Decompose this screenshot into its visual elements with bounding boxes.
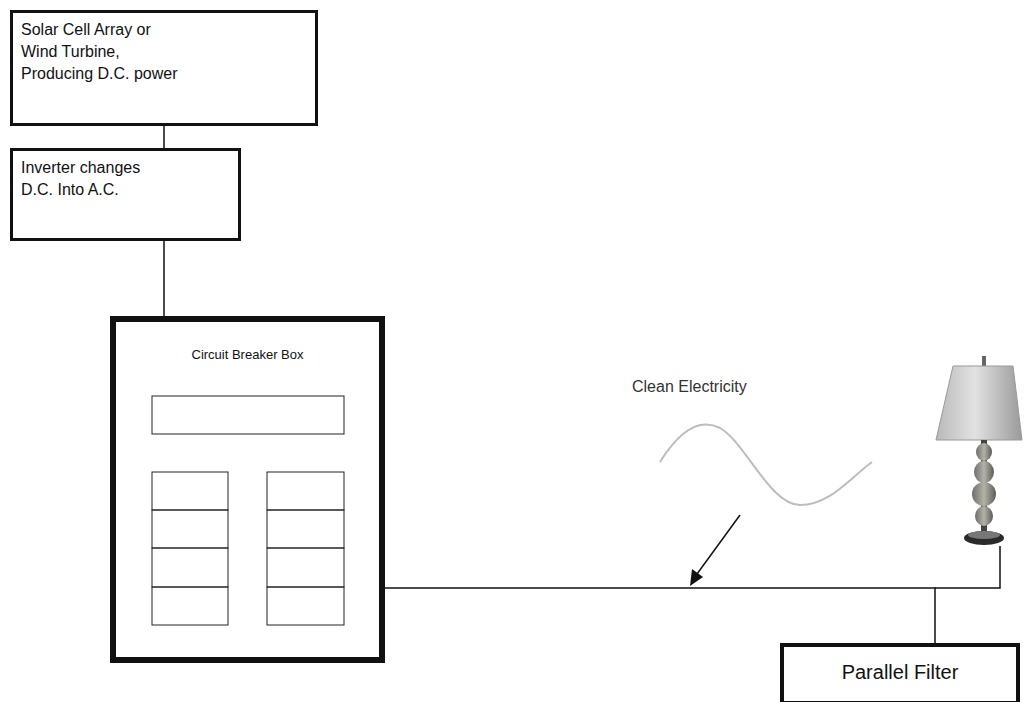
box-text: Parallel Filter xyxy=(792,661,1008,683)
leader-arrow xyxy=(690,515,740,586)
wire-connector xyxy=(163,241,165,316)
process-box: Circuit Breaker Box xyxy=(110,316,385,663)
breaker-panels xyxy=(152,396,344,625)
process-box: Solar Cell Array or Wind Turbine, Produc… xyxy=(10,10,318,126)
sine-wave xyxy=(660,425,872,505)
box-text: Solar Cell Array or Wind Turbine, Produc… xyxy=(21,19,186,85)
wire-connector xyxy=(385,588,935,643)
lamp-wire xyxy=(935,546,1000,588)
process-box: Parallel Filter xyxy=(780,643,1020,702)
callout-label: Clean Electricity xyxy=(630,378,749,396)
wire-connector xyxy=(163,126,165,148)
process-box: Inverter changes D.C. Into A.C. xyxy=(10,148,241,241)
box-text: Circuit Breaker Box xyxy=(124,344,371,366)
lamp-illustration xyxy=(936,356,1022,545)
box-text: Inverter changes D.C. Into A.C. xyxy=(21,157,151,201)
